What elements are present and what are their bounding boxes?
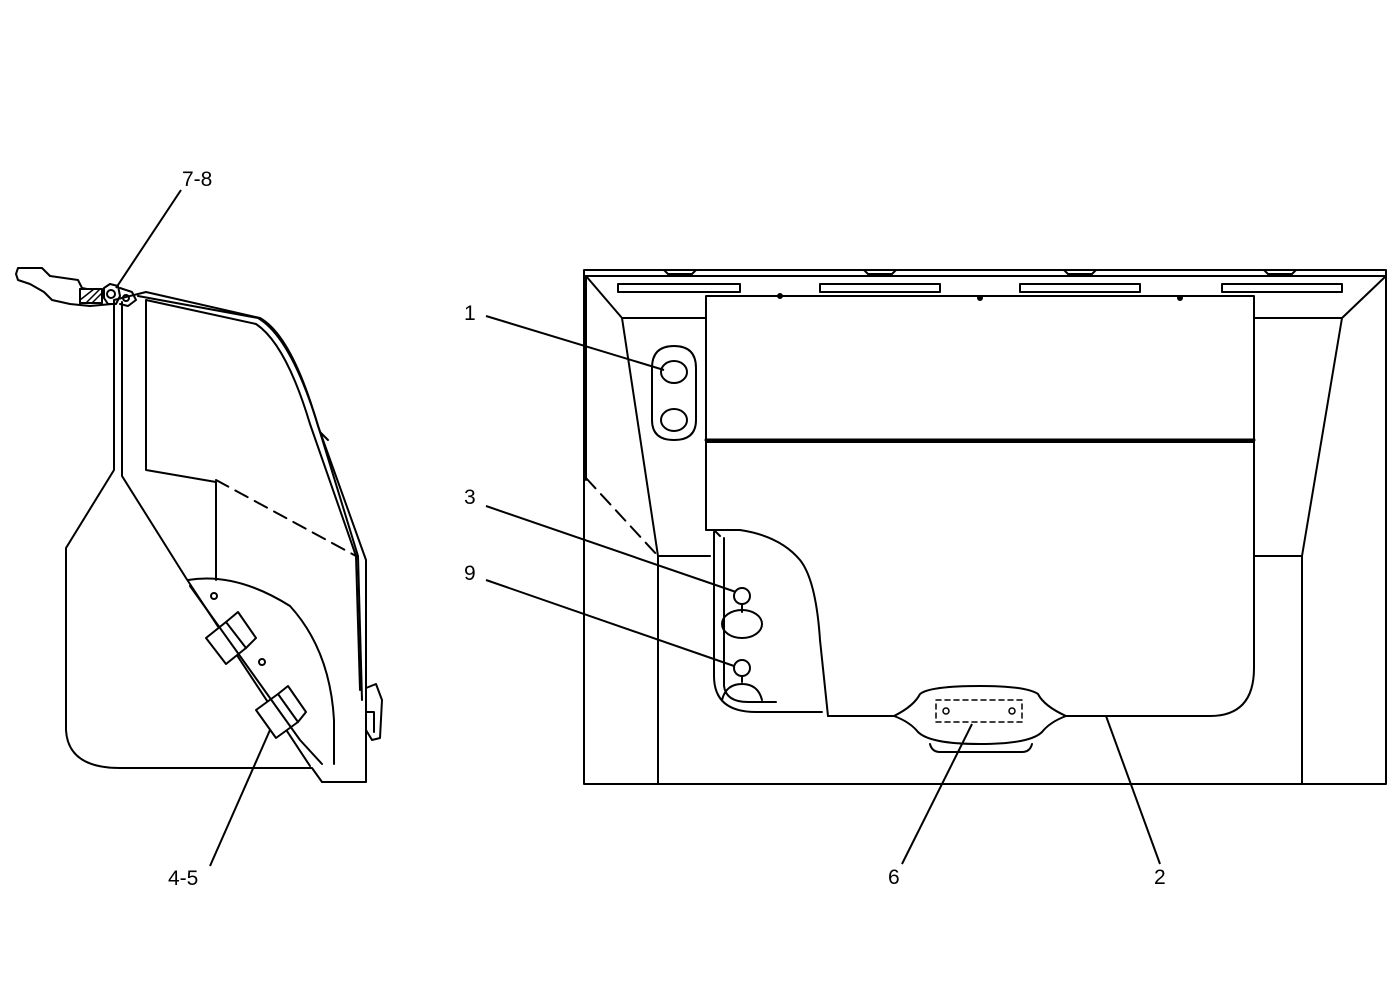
keyhole-3 [721,587,763,639]
front-view [583,269,1387,785]
callout-1: 1 [464,302,476,325]
callout-6: 6 [888,866,900,889]
leader-lines [115,189,1161,867]
inner-pocket [187,577,335,765]
edge-bracket [365,683,383,741]
inner-side-wall [713,531,823,713]
callout-2: 2 [1154,866,1166,889]
cover-panel [705,441,1255,717]
upper-panel [705,295,1255,443]
seal-section [79,288,103,304]
bracket-1 [651,345,697,441]
fastener-4-5-upper [205,592,266,666]
inner-skin [121,299,361,767]
callout-7-8: 7-8 [182,168,212,191]
callout-4-5: 4-5 [168,867,198,890]
callout-3: 3 [464,486,476,509]
hidden-line [215,479,357,557]
outer-wall [65,291,367,783]
keyhole-9 [721,659,763,701]
callout-9: 9 [464,562,476,585]
shell-double-line [137,295,363,701]
hidden-line-front [585,477,659,557]
outer-frame [583,269,1387,785]
side-section-view [15,267,383,783]
top-tabs [585,269,1297,275]
